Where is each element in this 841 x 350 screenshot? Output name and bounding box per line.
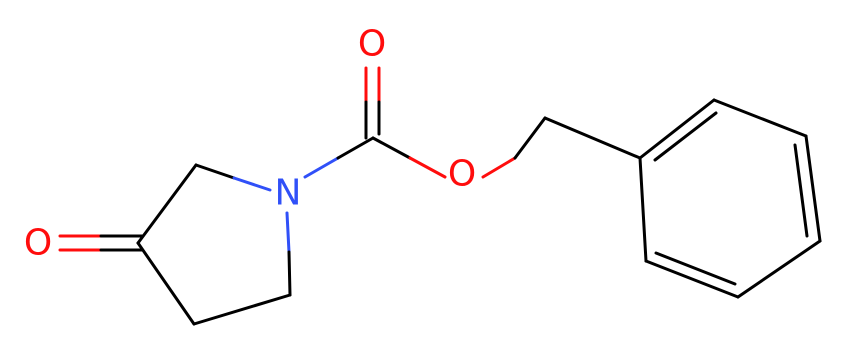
atom-n-ring: N [275, 173, 302, 214]
bond-ch2-fix [515, 118, 545, 158]
bond-ring-c2-n [194, 163, 236, 180]
bond-ring-n-c5 [287, 250, 292, 297]
bond-ring-n-c5-blue [285, 211, 291, 254]
benzene-ring [638, 98, 822, 299]
bond-carbonyl-double [364, 66, 381, 140]
atom-o-ester: O [448, 154, 476, 195]
bond-ring-c4-c3 [136, 241, 196, 326]
bond-ch2-ipso [543, 116, 642, 160]
bond-oester-ch2 [513, 116, 547, 160]
atom-o-carbonyl: O [358, 24, 386, 65]
bond-ring-c3-c2 [136, 163, 198, 245]
bond-ketone-double [58, 234, 144, 252]
bond-ring-c5-c4 [192, 293, 292, 326]
bond-n-carbonyl-blue [303, 156, 340, 179]
bond-ring-c2-n-blue [232, 176, 272, 192]
bond-oester-ch2-path [483, 118, 545, 177]
atom-o-ketone: O [24, 223, 52, 264]
bond-n-carbonyl [336, 136, 375, 160]
bond-oester-ch2-red [481, 156, 517, 179]
bond-carbonyl-oester-red [408, 156, 447, 179]
bond-carbonyl-oester [371, 136, 412, 160]
